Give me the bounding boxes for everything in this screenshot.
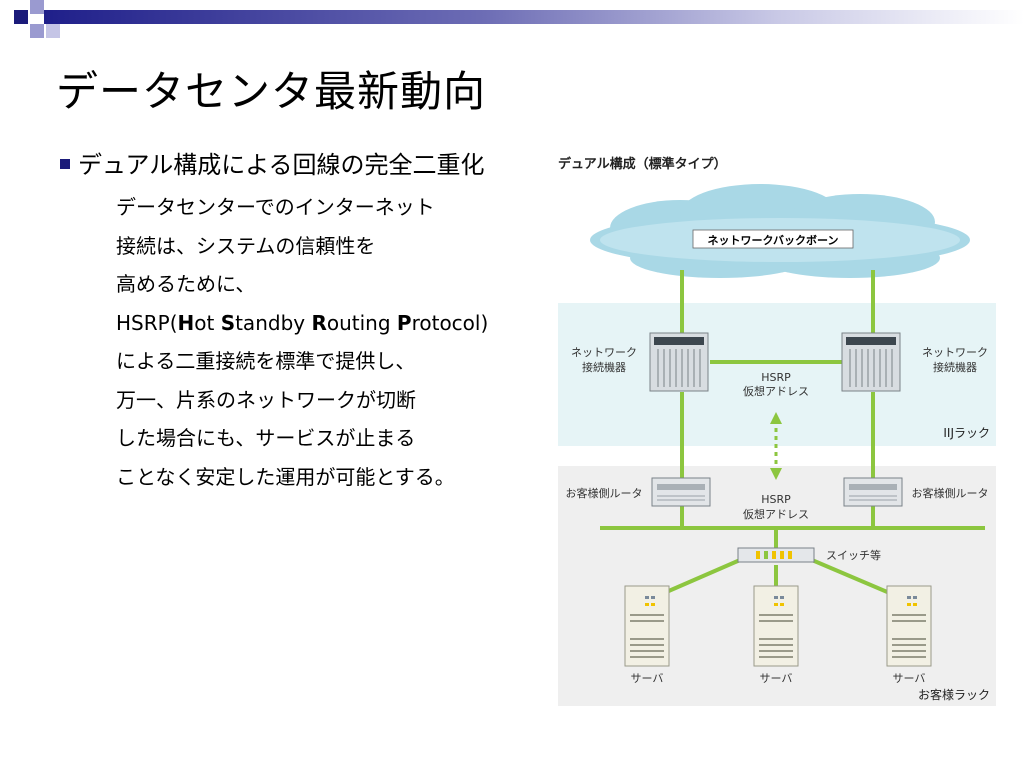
hsrp-top-label: 仮想アドレス bbox=[743, 384, 809, 398]
diagram-title: デュアル構成（標準タイプ） bbox=[558, 157, 727, 172]
body-text: データセンターでのインターネット 接続は、システムの信頼性を 高めるために、 H… bbox=[116, 188, 488, 496]
top-gradient-bar bbox=[44, 10, 1024, 24]
backbone-label-box bbox=[692, 229, 854, 249]
network-device-left-icon bbox=[649, 332, 709, 392]
decor-square bbox=[30, 24, 44, 38]
server-label: サーバ bbox=[631, 672, 664, 685]
server-icon bbox=[624, 585, 670, 667]
body-line: データセンターでのインターネット bbox=[116, 195, 435, 219]
body-line: ことなく安定した運用が可能とする。 bbox=[116, 464, 455, 489]
iij-rack-label: IIJラック bbox=[943, 426, 990, 440]
body-line-hsrp: HSRP(Hot Standby Routing Protocol) bbox=[116, 310, 489, 335]
decor-square bbox=[30, 0, 44, 14]
router-left-icon bbox=[651, 477, 711, 507]
server-label: サーバ bbox=[760, 672, 793, 685]
body-line: による二重接続を標準で提供し、 bbox=[116, 349, 416, 373]
body-line: した場合にも、サービスが止まる bbox=[116, 426, 416, 450]
left-device-label: ネットワーク bbox=[571, 346, 637, 359]
body-line: 万一、片系のネットワークが切断 bbox=[116, 387, 416, 412]
server-label: サーバ bbox=[893, 672, 926, 685]
bullet-text: デュアル構成による回線の完全二重化 bbox=[78, 151, 485, 179]
hsrp-top-label: HSRP bbox=[761, 371, 791, 384]
hsrp-bottom-label: 仮想アドレス bbox=[743, 507, 809, 521]
left-device-label: 接続機器 bbox=[582, 360, 626, 374]
slide-title: データセンタ最新動向 bbox=[56, 67, 487, 116]
router-right-icon bbox=[843, 477, 903, 507]
backbone-label: ネットワークバックボーン bbox=[708, 233, 839, 247]
server-icon bbox=[753, 585, 799, 667]
server-icon bbox=[886, 585, 932, 667]
customer-rack-label: お客様ラック bbox=[918, 687, 990, 702]
hsrp-failover-arrow bbox=[770, 412, 782, 480]
right-router-label: お客様側ルータ bbox=[912, 486, 989, 500]
switch-label: スイッチ等 bbox=[826, 548, 881, 562]
square-bullet-icon bbox=[60, 159, 70, 169]
decor-square bbox=[14, 10, 28, 24]
top-decoration bbox=[0, 0, 1024, 46]
hsrp-bottom-label: HSRP bbox=[761, 493, 791, 506]
switch-icon bbox=[737, 547, 815, 563]
body-line: 高めるために、 bbox=[116, 272, 256, 296]
right-device-label: ネットワーク bbox=[922, 346, 988, 359]
bullet-item: デュアル構成による回線の完全二重化 bbox=[60, 148, 485, 182]
left-router-label: お客様側ルータ bbox=[566, 486, 643, 500]
decor-square bbox=[46, 24, 60, 38]
right-device-label: 接続機器 bbox=[933, 360, 977, 374]
body-line: 接続は、システムの信頼性を bbox=[116, 233, 376, 258]
network-device-right-icon bbox=[841, 332, 901, 392]
